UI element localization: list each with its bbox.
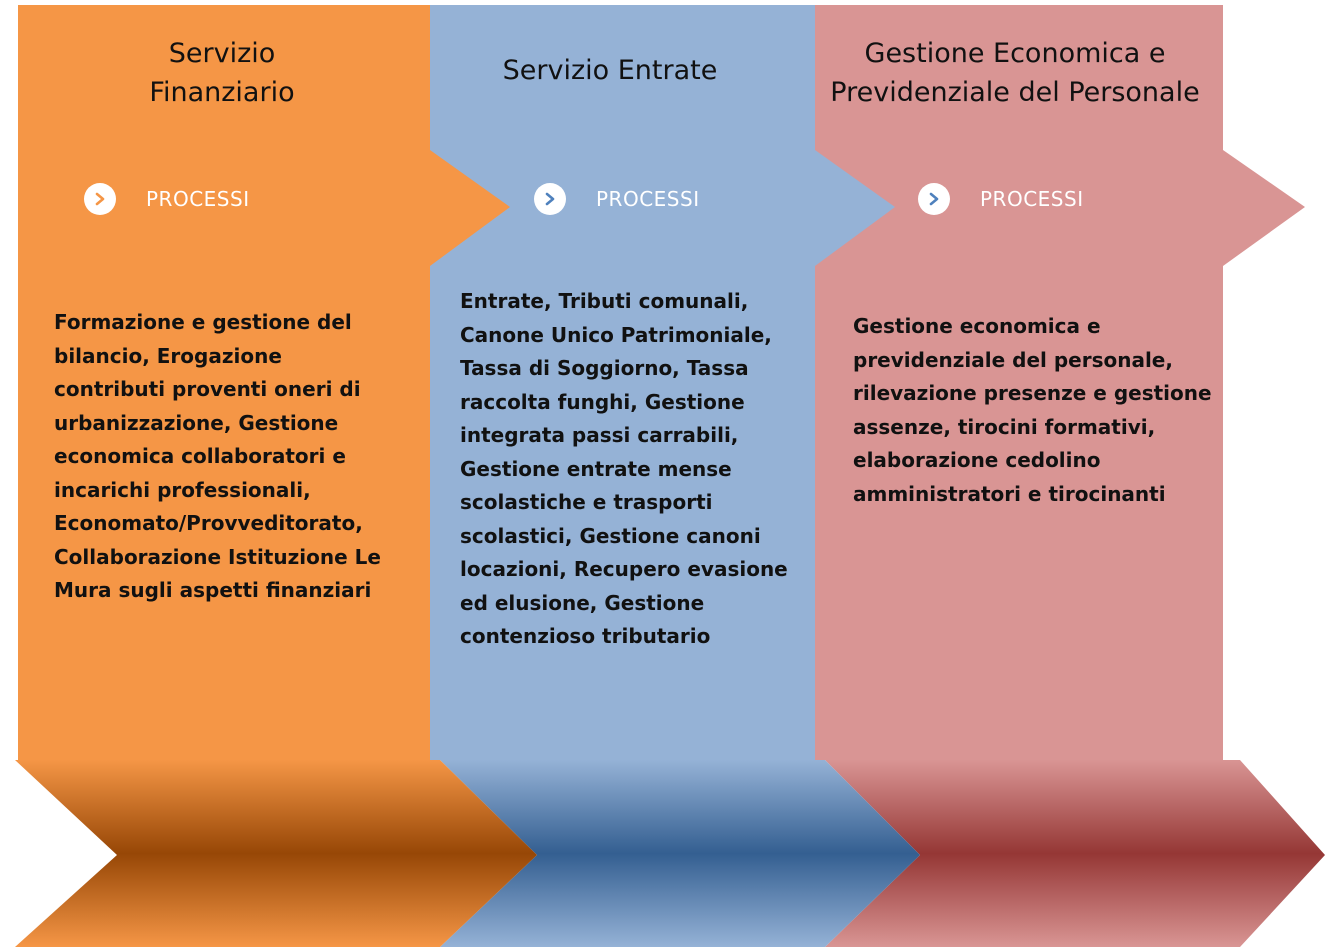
column-title-1: Servizio Finanziario (149, 38, 295, 108)
column-body-2: Entrate, Tributi comunali, Canone Unico … (460, 289, 788, 648)
column-body-3: Gestione economica e previdenziale del p… (853, 314, 1212, 506)
chevron-right-icon (534, 183, 566, 215)
column-title-2: Servizio Entrate (502, 55, 718, 86)
process-header-1: PROCESSI (84, 183, 250, 215)
column-title-3: Gestione Economica e Previdenziale del P… (830, 38, 1200, 108)
column-body-1: Formazione e gestione del bilancio, Erog… (54, 310, 381, 602)
process-header-2: PROCESSI (534, 183, 700, 215)
chevron-right-icon (84, 183, 116, 215)
chevron-band-1 (15, 760, 537, 947)
process-header-3: PROCESSI (918, 183, 1084, 215)
process-label-3: PROCESSI (980, 187, 1084, 211)
process-label-1: PROCESSI (146, 187, 250, 211)
column-panel-1 (18, 5, 510, 760)
chevron-band-3 (825, 760, 1325, 947)
chevron-right-icon (918, 183, 950, 215)
process-label-2: PROCESSI (596, 187, 700, 211)
chevron-band-2 (440, 760, 920, 947)
